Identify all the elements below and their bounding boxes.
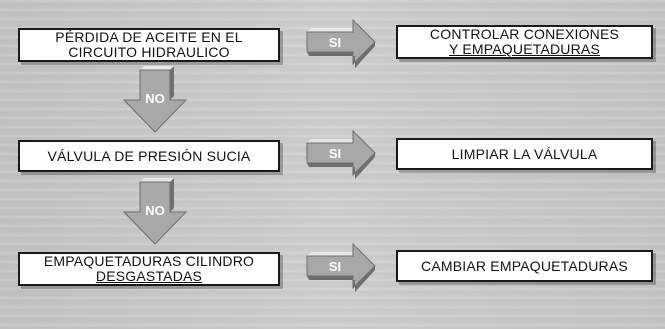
yes-arrow-1-icon: SI <box>306 18 376 68</box>
no-label-2: NO <box>145 203 165 218</box>
action-2-line-1: LIMPIAR LA VÁLVULA <box>451 145 598 162</box>
no-arrow-2: NO <box>122 178 192 248</box>
problem-box-2: VÁLVULA DE PRESIÓN SUCIA <box>18 140 280 172</box>
action-box-3: CAMBIAR EMPAQUETADURAS <box>396 250 653 282</box>
yes-arrow-1: SI <box>305 14 377 70</box>
action-box-1: CONTROLAR CONEXIONES Y EMPAQUETADURAS <box>396 25 653 59</box>
problem-1-line-2: CIRCUITO HIDRAULICO <box>68 44 230 60</box>
action-1-line-2: Y EMPAQUETADURAS <box>448 41 600 57</box>
yes-arrow-2: SI <box>305 125 377 181</box>
problem-3-line-1: EMPAQUETADURAS CILINDRO <box>43 253 255 269</box>
no-arrow-1-icon: NO <box>122 66 188 133</box>
action-box-2: LIMPIAR LA VÁLVULA <box>396 138 653 170</box>
no-label-1: NO <box>145 91 165 106</box>
yes-label-1: SI <box>329 35 341 50</box>
yes-arrow-3-icon: SI <box>306 242 376 292</box>
action-1-line-1: CONTROLAR CONEXIONES <box>429 26 620 42</box>
no-arrow-2-icon: NO <box>122 178 188 245</box>
yes-arrow-3: SI <box>305 238 377 294</box>
no-arrow-1: NO <box>122 66 192 136</box>
problem-3-line-2: DESGASTADAS <box>95 268 203 284</box>
problem-2-line-1: VÁLVULA DE PRESIÓN SUCIA <box>47 147 251 164</box>
yes-label-3: SI <box>329 259 341 274</box>
problem-box-3: EMPAQUETADURAS CILINDRO DESGASTADAS <box>18 252 280 286</box>
yes-label-2: SI <box>329 146 341 161</box>
yes-arrow-2-icon: SI <box>306 129 376 179</box>
problem-box-1: PÉRDIDA DE ACEITE EN EL CIRCUITO HIDRAUL… <box>18 28 280 62</box>
action-3-line-1: CAMBIAR EMPAQUETADURAS <box>421 257 628 274</box>
problem-1-line-1: PÉRDIDA DE ACEITE EN EL <box>55 29 243 45</box>
